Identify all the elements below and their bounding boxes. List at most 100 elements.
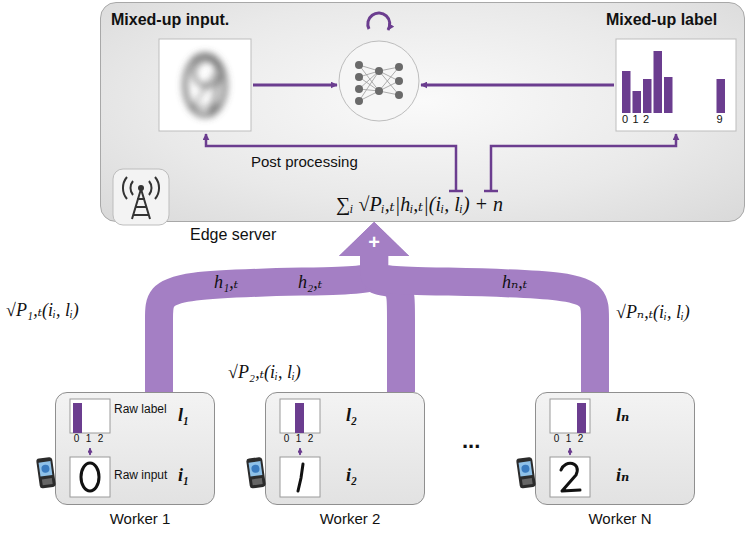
antenna-icon-part [113, 169, 169, 225]
neural-net-units-part [395, 91, 403, 99]
input-symbol: iₙ [616, 465, 629, 486]
phone-icon-part [252, 478, 263, 485]
neural-net-units [355, 61, 403, 105]
axis-tick: 2 [578, 433, 584, 445]
raw-input-image [70, 457, 110, 497]
post-processing-lines-part [206, 134, 456, 191]
neural-net-units-part [375, 67, 383, 75]
axis-tick: 0 [284, 433, 290, 445]
antenna-icon-part-part [132, 189, 150, 219]
digit-two [561, 463, 580, 491]
raw-label-text: Raw label [114, 403, 167, 417]
worker-box: lₙiₙWorker N [535, 392, 695, 505]
worker-box: Raw labelRaw inputl₁i₁Worker 1 [55, 392, 215, 505]
phone-icon-part [516, 457, 536, 489]
worker-name: Worker 2 [270, 510, 430, 527]
ellipsis-mark: ... [462, 428, 480, 453]
pair-arrow [89, 448, 91, 455]
axis-tick: 1 [86, 433, 92, 445]
axis-tick: 1 [566, 433, 572, 445]
mixed-label-chart [616, 39, 736, 131]
axis-tick: 0 [622, 113, 628, 126]
channel-label: h₂,ₜ [296, 272, 324, 293]
blurred-digits-part [193, 57, 221, 107]
mixed-label-bars-part [633, 91, 642, 113]
neural-net-units-part [395, 63, 403, 71]
channel-label: h₁,ₜ [212, 272, 240, 293]
axis-tick: 2 [98, 433, 104, 445]
post-processing-lines [206, 134, 676, 191]
neural-net-units-part [355, 85, 363, 93]
edge-server-art [101, 3, 746, 223]
edge-server-panel: Mixed-up input. Mixed-up labelPost proces… [100, 2, 745, 222]
input-arrow [253, 84, 337, 87]
signal-label: √P₁,ₜ(iᵢ, lᵢ) [4, 300, 81, 321]
raw-label-chart [70, 399, 110, 433]
channel-label: hₙ,ₜ [500, 272, 529, 293]
axis-tick: 2 [643, 113, 649, 126]
signal-formula: ∑ᵢ √Pᵢ,ₜ|hᵢ,ₜ|(iᵢ, lᵢ) + n [336, 193, 503, 216]
antenna-icon-part [123, 177, 159, 219]
neural-net-circle [339, 41, 419, 121]
mixed-label-bars-part [622, 71, 631, 113]
panel-heading: Mixed-up input. [111, 11, 229, 29]
neural-net-links-part [359, 65, 399, 101]
phone-icon-part [249, 461, 263, 477]
signal-arrow [374, 256, 595, 392]
panel-heading: Mixed-up label [606, 11, 717, 29]
raw-input-image [280, 457, 320, 497]
phone-icon [246, 457, 266, 489]
phone-icon [516, 457, 536, 489]
phone-icon-part [521, 464, 530, 473]
label-bar [73, 403, 82, 433]
antenna-icon-part [138, 185, 144, 191]
sum-sign: + [368, 231, 380, 254]
phone-icon [36, 457, 56, 489]
label-bar [577, 403, 586, 433]
phone-icon-part [41, 464, 50, 473]
mixed-input-image [159, 39, 251, 131]
neural-net-units-part [355, 97, 363, 105]
neural-net-units-part [375, 87, 383, 95]
raw-label-chart [550, 399, 590, 433]
mixed-label-bars-part [643, 79, 652, 113]
label-bar [295, 403, 304, 433]
phone-icon-part [522, 478, 533, 485]
label-arrow [421, 84, 614, 87]
label-symbol: l₁ [178, 405, 189, 426]
pair-arrow [569, 448, 571, 455]
antenna-icon [113, 169, 169, 225]
raw-label-chart [280, 399, 320, 433]
raw-input-image [550, 457, 590, 497]
phone-icon-part [251, 464, 260, 473]
neural-net-units-part [355, 73, 363, 81]
signal-arrow [159, 256, 374, 392]
worker-box: l₂i₂Worker 2 [265, 392, 425, 505]
mixed-label-bars-part [654, 51, 663, 113]
mixed-label-bars-part [717, 79, 726, 113]
pair-arrow [299, 448, 301, 455]
phone-icon-part [42, 478, 53, 485]
axis-tick: 1 [296, 433, 302, 445]
axis-tick: 2 [308, 433, 314, 445]
phone-icon-part [39, 461, 53, 477]
label-symbol: lₙ [616, 405, 629, 426]
blurred-digits [185, 55, 225, 115]
mixed-label-bars-part [664, 77, 673, 113]
worker-name: Worker 1 [60, 510, 220, 527]
antenna-icon-part-part [130, 181, 151, 195]
blurred-digits-part [185, 55, 225, 115]
worker-name: Worker N [540, 510, 700, 527]
loop-arrow [368, 13, 390, 30]
mixed-label-bars [622, 51, 725, 113]
signal-label: √P₂,ₜ(iᵢ, lᵢ) [226, 362, 303, 383]
raw-input-text: Raw input [114, 469, 167, 483]
axis-tick: 0 [554, 433, 560, 445]
axis-tick: 9 [716, 113, 722, 126]
process-label: Post processing [251, 153, 358, 170]
axis-tick: 0 [74, 433, 80, 445]
digit-one [298, 464, 303, 491]
input-symbol: i₁ [178, 465, 189, 486]
digit-zero [81, 463, 99, 491]
phone-icon-part [246, 457, 266, 489]
